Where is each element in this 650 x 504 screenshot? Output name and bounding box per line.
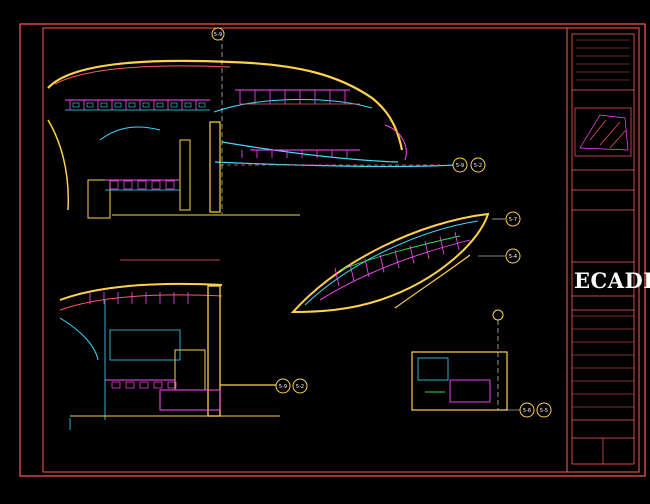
fixture (114, 102, 122, 108)
fixture (184, 102, 192, 108)
fixture (167, 381, 177, 389)
svg-text:5-5: 5-5 (540, 408, 548, 414)
svg-text:5-9: 5-9 (279, 384, 287, 390)
svg-text:5-2: 5-2 (296, 384, 304, 390)
svg-text:5-6: 5-6 (523, 408, 531, 414)
section-bubble: 5-9 (452, 157, 468, 173)
title-block-lines (576, 39, 630, 81)
section-bubble: 5-9 (275, 378, 291, 394)
svg-text:5-7: 5-7 (509, 217, 517, 223)
ecadi-logo: ECADI (574, 268, 650, 293)
bottom-right-plan (411, 320, 525, 411)
section-bubble: 5-2 (470, 157, 486, 173)
stall-dividers-top-left (69, 90, 348, 190)
stall-dividers-ellipse (334, 231, 460, 287)
stall-divider (394, 249, 400, 269)
stall-divider (334, 267, 340, 287)
title-block (571, 33, 635, 465)
bottom-left-plan (59, 259, 280, 430)
fixture (156, 102, 164, 108)
title-block-rows (572, 315, 634, 408)
sheet-frame (19, 23, 646, 477)
svg-text:5-9: 5-9 (456, 163, 464, 169)
section-bubble (492, 309, 504, 321)
fixture (125, 381, 135, 389)
fixture (86, 102, 94, 108)
stall-divider (409, 245, 415, 264)
stall-divider (379, 254, 385, 273)
stall-divider (454, 231, 460, 251)
section-bubble-group: 5-9 5-9 5-2 5-7 5-4 5-9 5-2 (211, 27, 552, 418)
elliptical-plan (290, 212, 505, 314)
fixture (165, 180, 175, 190)
fixture (153, 381, 163, 389)
fixture (137, 180, 147, 190)
top-left-plan (47, 36, 456, 219)
section-bubble: 5-7 (505, 211, 521, 227)
stall-divider (349, 263, 355, 282)
section-bubble: 5-4 (505, 248, 521, 264)
stall-dividers-bottom-left (89, 292, 189, 389)
fixture (111, 381, 121, 389)
fixture (198, 102, 206, 108)
fixture (72, 102, 80, 108)
fixture (109, 180, 119, 190)
svg-text:5-9: 5-9 (214, 32, 222, 38)
svg-text:5-4: 5-4 (509, 254, 517, 260)
fixture (151, 180, 161, 190)
fixture (170, 102, 178, 108)
section-bubble: 5-9 (211, 27, 225, 41)
fixture (139, 381, 149, 389)
stall-divider (424, 240, 430, 260)
section-bubble: 5-2 (292, 378, 308, 394)
stall-divider (439, 236, 445, 255)
fixture (100, 102, 108, 108)
fixture (142, 102, 150, 108)
section-bubble: 5-6 (519, 402, 535, 418)
stall-divider (364, 258, 370, 278)
section-bubble: 5-5 (536, 402, 552, 418)
fixture (128, 102, 136, 108)
fixture (123, 180, 133, 190)
svg-text:5-2: 5-2 (474, 163, 482, 169)
